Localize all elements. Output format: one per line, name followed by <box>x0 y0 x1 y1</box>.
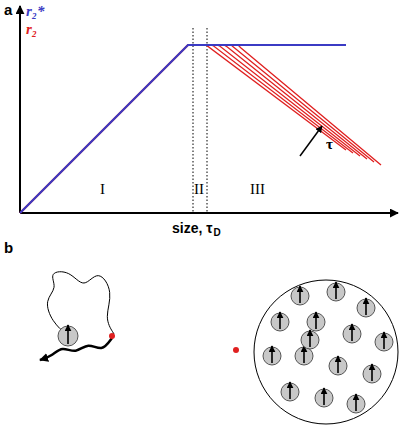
cluster-sphere <box>254 280 398 424</box>
particle-group <box>263 282 393 413</box>
r2-curve <box>217 45 360 156</box>
y-axis <box>19 6 21 213</box>
axis-subscript: D <box>214 228 221 238</box>
r2-curve <box>203 45 346 150</box>
r2-curve <box>20 45 206 213</box>
spin-particle <box>58 325 78 346</box>
spin-particle <box>363 364 381 383</box>
axis-title: size, τ <box>172 221 213 235</box>
relaxivity-plot <box>20 6 398 213</box>
spin-particle <box>281 382 299 401</box>
region-label: I <box>100 182 105 197</box>
r2-curve <box>231 45 374 162</box>
r2-star-curve <box>20 45 346 213</box>
panel-letter: b <box>4 240 13 255</box>
series-label: r₂* <box>26 4 45 19</box>
spin-particle <box>343 324 361 343</box>
spin-particle <box>329 356 347 375</box>
region-divider <box>207 28 208 213</box>
series-label: r₂ <box>26 22 37 37</box>
r2-curve <box>238 45 381 165</box>
parameter-label: τ <box>326 137 333 152</box>
x-axis <box>20 212 398 214</box>
spin-particle <box>357 298 375 317</box>
spin-particle <box>301 330 319 349</box>
water-proton <box>233 347 239 353</box>
region-label: III <box>250 182 265 197</box>
diffusion-path <box>47 272 114 336</box>
water-proton <box>109 333 115 339</box>
region-divider <box>193 28 194 213</box>
r2-curve <box>210 45 353 153</box>
spin-particle <box>327 282 345 301</box>
spin-particle <box>315 388 333 407</box>
tau-arrow <box>300 126 322 156</box>
spin-particle <box>271 312 289 331</box>
region-label: II <box>194 182 204 197</box>
r2-curves <box>20 45 381 213</box>
spin-particle <box>307 312 325 331</box>
spin-particle <box>291 286 309 305</box>
particle-sketch <box>40 272 398 424</box>
r2-curve <box>224 45 367 159</box>
spin-particle <box>263 346 281 365</box>
panel-letter: a <box>4 2 12 17</box>
spin-particle <box>347 394 365 413</box>
spin-particle <box>375 332 393 351</box>
particle <box>58 325 78 346</box>
